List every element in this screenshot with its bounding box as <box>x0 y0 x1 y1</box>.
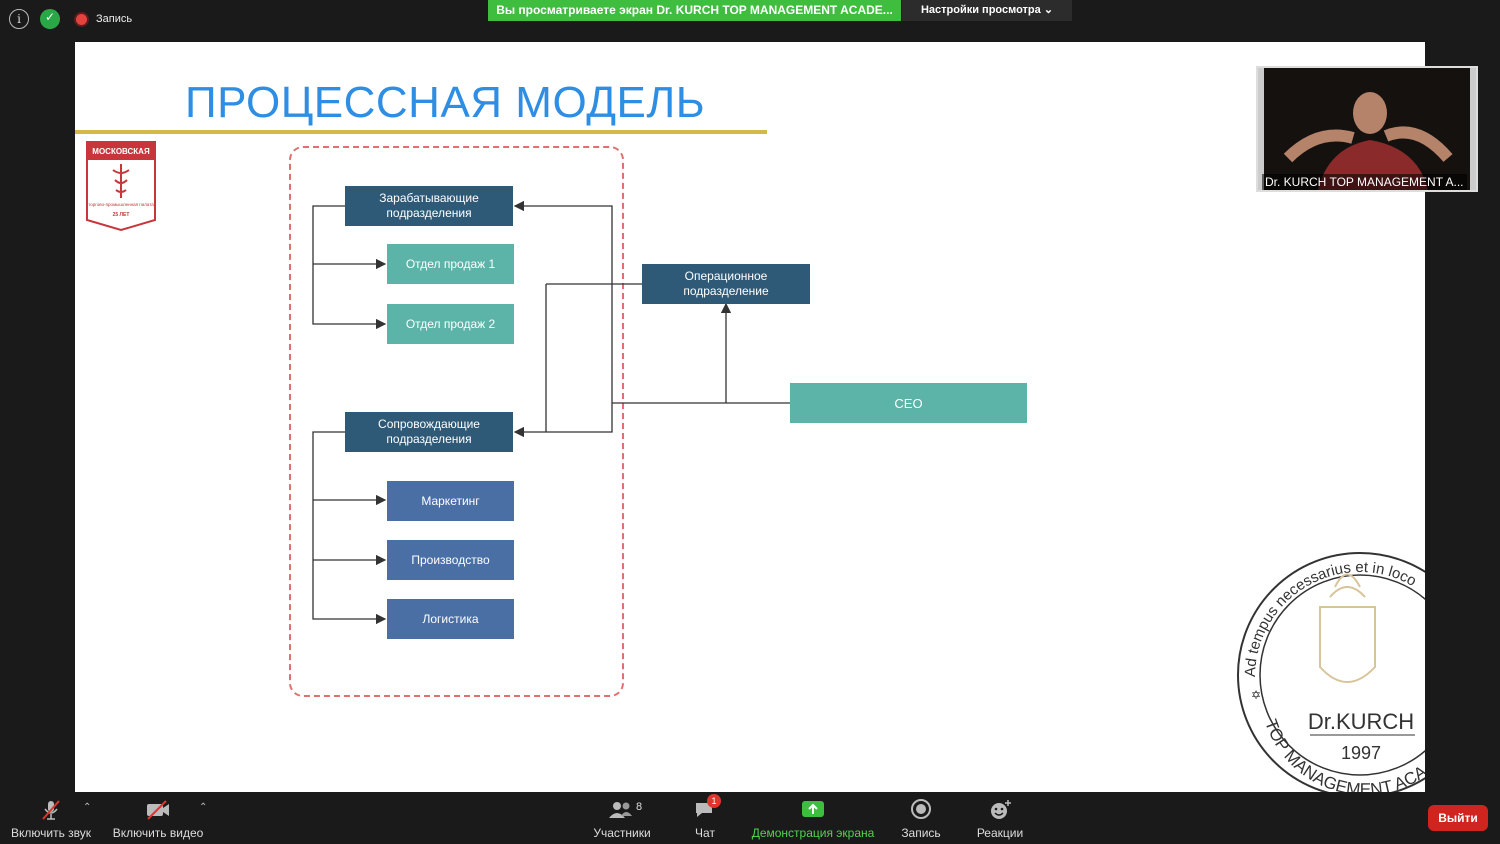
microphone-muted-icon <box>42 800 60 820</box>
unmute-label: Включить звук <box>10 826 92 840</box>
participant-name: Dr. KURCH TOP MANAGEMENT A... <box>1262 174 1467 190</box>
participants-label: Участники <box>593 826 651 840</box>
diagram-connectors <box>312 200 790 625</box>
chat-label: Чат <box>695 826 715 840</box>
info-icon[interactable]: i <box>9 9 29 29</box>
recording-label: Запись <box>96 13 133 25</box>
seal-brand: Dr.KURCH <box>1308 709 1414 734</box>
chat-icon: 1 <box>693 794 721 822</box>
participants-button[interactable]: 8 Участники <box>586 792 658 844</box>
record-button[interactable]: Запись <box>898 792 944 844</box>
participants-icon <box>609 802 632 818</box>
top-bar: i Запись Вы просматриваете экран Dr. KUR… <box>0 0 1500 40</box>
logo-text-body: торгово-промышленная палата <box>88 202 154 207</box>
slide-title: ПРОЦЕССНАЯ МОДЕЛЬ <box>185 78 706 127</box>
recording-icon <box>76 14 87 25</box>
shared-slide: ПРОЦЕССНАЯ МОДЕЛЬ МОСКОВСКАЯ торгово-про… <box>75 42 1425 792</box>
share-screen-label: Демонстрация экрана <box>751 826 875 840</box>
reactions-label: Реакции <box>976 826 1024 840</box>
participants-count: 8 <box>636 801 643 813</box>
reactions-icon <box>991 800 1011 819</box>
presenter-image <box>1258 68 1476 190</box>
video-options-icon[interactable]: ⌃ <box>199 802 208 813</box>
shield-icon[interactable] <box>40 9 60 29</box>
chamber-logo: МОСКОВСКАЯ торгово-промышленная палата 2… <box>86 141 156 232</box>
share-banner: Вы просматриваете экран Dr. KURCH TOP MA… <box>488 0 901 21</box>
view-settings-button[interactable]: Настройки просмотра ⌄ <box>902 0 1072 21</box>
reactions-button[interactable]: Реакции <box>972 792 1028 844</box>
node-production: Производство <box>387 540 514 580</box>
share-screen-button[interactable]: Демонстрация экрана <box>748 792 878 844</box>
departments-frame <box>289 146 624 697</box>
seal-star-icon: ✡ <box>1251 688 1261 702</box>
start-video-button[interactable]: Включить видео <box>110 792 206 844</box>
seal-year: 1997 <box>1341 743 1381 763</box>
dr-kurch-seal: Ad tempus necessarius et in loco TOP MAN… <box>1237 552 1425 792</box>
record-icon <box>911 799 931 819</box>
meeting-toolbar: Включить звук ⌃ Включить видео ⌃ 8 Участ… <box>0 792 1500 844</box>
title-underline <box>75 130 767 134</box>
audio-options-icon[interactable]: ⌃ <box>83 802 92 813</box>
node-earning-departments: Зарабатывающие подразделения <box>345 186 513 226</box>
seal-arc-text: Ad tempus necessarius et in loco <box>1242 559 1419 677</box>
camera-off-icon <box>147 800 169 820</box>
node-logistics: Логистика <box>387 599 514 639</box>
record-label: Запись <box>901 826 941 840</box>
participant-video[interactable]: Dr. KURCH TOP MANAGEMENT A... <box>1256 66 1478 192</box>
start-video-label: Включить видео <box>112 826 204 840</box>
node-operational-department: Операционное подразделение <box>642 264 810 304</box>
node-marketing: Маркетинг <box>387 481 514 521</box>
chat-badge: 1 <box>707 794 721 808</box>
unmute-button[interactable]: Включить звук <box>8 792 94 844</box>
node-supporting-departments: Сопровождающие подразделения <box>345 412 513 452</box>
share-screen-icon <box>802 801 824 817</box>
node-ceo: CEO <box>790 383 1027 423</box>
chat-button[interactable]: 1 Чат <box>683 792 727 844</box>
node-sales-1: Отдел продаж 1 <box>387 244 514 284</box>
logo-text-years: 25 ЛЕТ <box>113 212 130 218</box>
node-sales-2: Отдел продаж 2 <box>387 304 514 344</box>
leave-button[interactable]: Выйти <box>1428 805 1488 831</box>
logo-text-top: МОСКОВСКАЯ <box>92 147 150 156</box>
